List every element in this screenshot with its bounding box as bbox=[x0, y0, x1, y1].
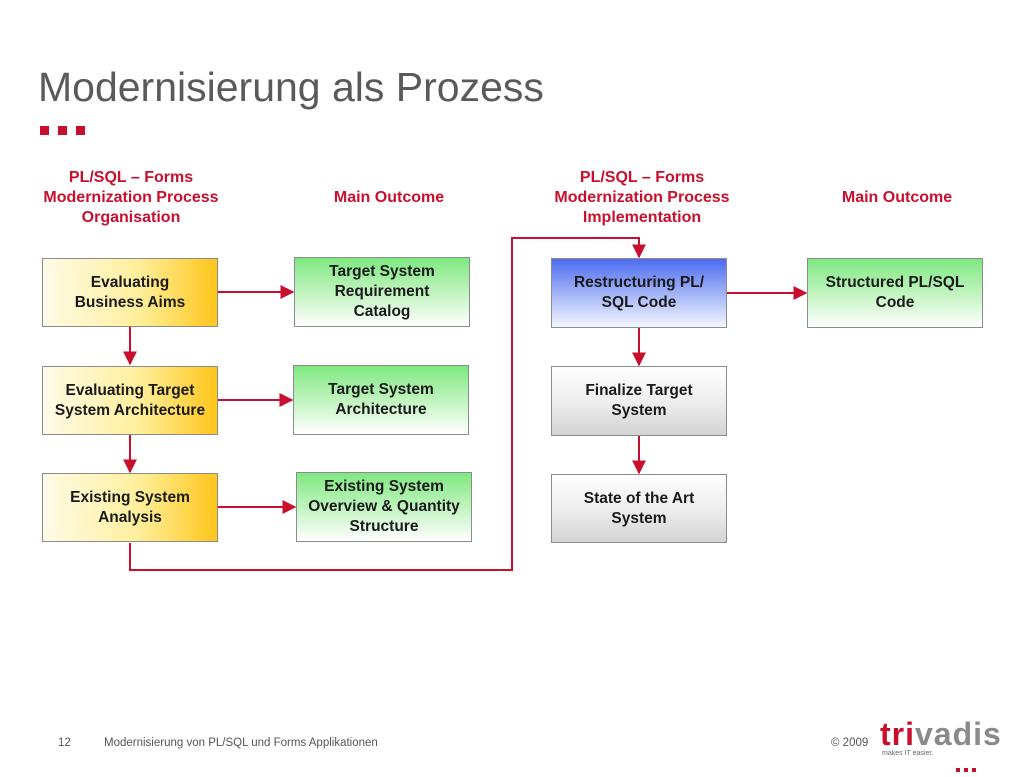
text-line: Code bbox=[875, 294, 915, 311]
title-dot bbox=[40, 126, 49, 135]
title-dot bbox=[58, 126, 67, 135]
text-line: Existing System bbox=[324, 478, 444, 495]
text-line: Modernization Process bbox=[554, 189, 730, 206]
logo-dot bbox=[956, 768, 960, 772]
text-line: State of the Art bbox=[583, 489, 695, 507]
text-line: Organisation bbox=[81, 209, 181, 226]
footer-subtitle: Modernisierung von PL/SQL und Forms Appl… bbox=[104, 737, 378, 749]
logo-tagline: makes IT easier. bbox=[882, 750, 934, 757]
text-line: Evaluating bbox=[90, 273, 170, 291]
logo-word-part2: vadis bbox=[915, 716, 1002, 752]
logo-word-part1: tri bbox=[880, 716, 915, 752]
footer-copyright: © 2009 bbox=[831, 737, 869, 749]
box-structured-plsql-code: Structured PL/SQL Code bbox=[807, 258, 983, 328]
logo-wordmark: trivadis bbox=[880, 718, 1002, 750]
logo-dot bbox=[972, 768, 976, 772]
text-line: Existing System bbox=[70, 488, 190, 506]
box-label: Structured PL/SQL Code bbox=[826, 273, 965, 313]
text-line: SQL Code bbox=[601, 294, 677, 311]
page-number: 12 bbox=[58, 737, 71, 749]
header-main-outcome-2-label: Main Outcome bbox=[841, 189, 953, 206]
page-title: Modernisierung als Prozess bbox=[38, 64, 544, 110]
text-line: Finalize Target bbox=[585, 382, 693, 399]
header-main-outcome-1-label: Main Outcome bbox=[333, 189, 445, 206]
text-line: Implementation bbox=[582, 209, 702, 226]
text-line: Target System bbox=[329, 263, 435, 280]
box-restructuring-plsql-code: Restructuring PL/SQL Code bbox=[551, 258, 727, 328]
text-line: Structure bbox=[349, 518, 419, 535]
arrow-analysis-to-restructuring bbox=[129, 237, 646, 571]
text-line: PL/SQL – Forms bbox=[68, 169, 194, 186]
text-line: Evaluating Target bbox=[65, 381, 195, 399]
text-line: Architecture bbox=[335, 401, 427, 418]
text-line: Overview & Quantity bbox=[308, 498, 460, 515]
text-line: System Architecture bbox=[54, 401, 206, 419]
text-line: Restructuring PL/ bbox=[573, 274, 705, 291]
text-line: Structured PL/SQL bbox=[825, 274, 965, 291]
logo-dot bbox=[964, 768, 968, 772]
trivadis-logo: trivadis makes IT easier. bbox=[880, 718, 1002, 772]
logo-dots bbox=[956, 759, 980, 777]
title-decoration bbox=[40, 122, 94, 140]
text-line: PL/SQL – Forms bbox=[579, 169, 705, 186]
text-line: Analysis bbox=[98, 508, 162, 526]
text-line: Target System bbox=[328, 381, 434, 398]
text-line: Business Aims bbox=[74, 293, 186, 311]
title-dot bbox=[76, 126, 85, 135]
box-label: Restructuring PL/SQL Code bbox=[574, 273, 704, 313]
text-line: Requirement bbox=[334, 283, 430, 300]
text-line: Catalog bbox=[353, 303, 411, 320]
header-main-outcome-2: Main Outcome bbox=[808, 188, 986, 208]
header-main-outcome-1: Main Outcome bbox=[300, 188, 478, 208]
text-line: Modernization Process bbox=[43, 189, 219, 206]
text-line: System bbox=[611, 402, 667, 419]
text-line: System bbox=[611, 509, 667, 527]
